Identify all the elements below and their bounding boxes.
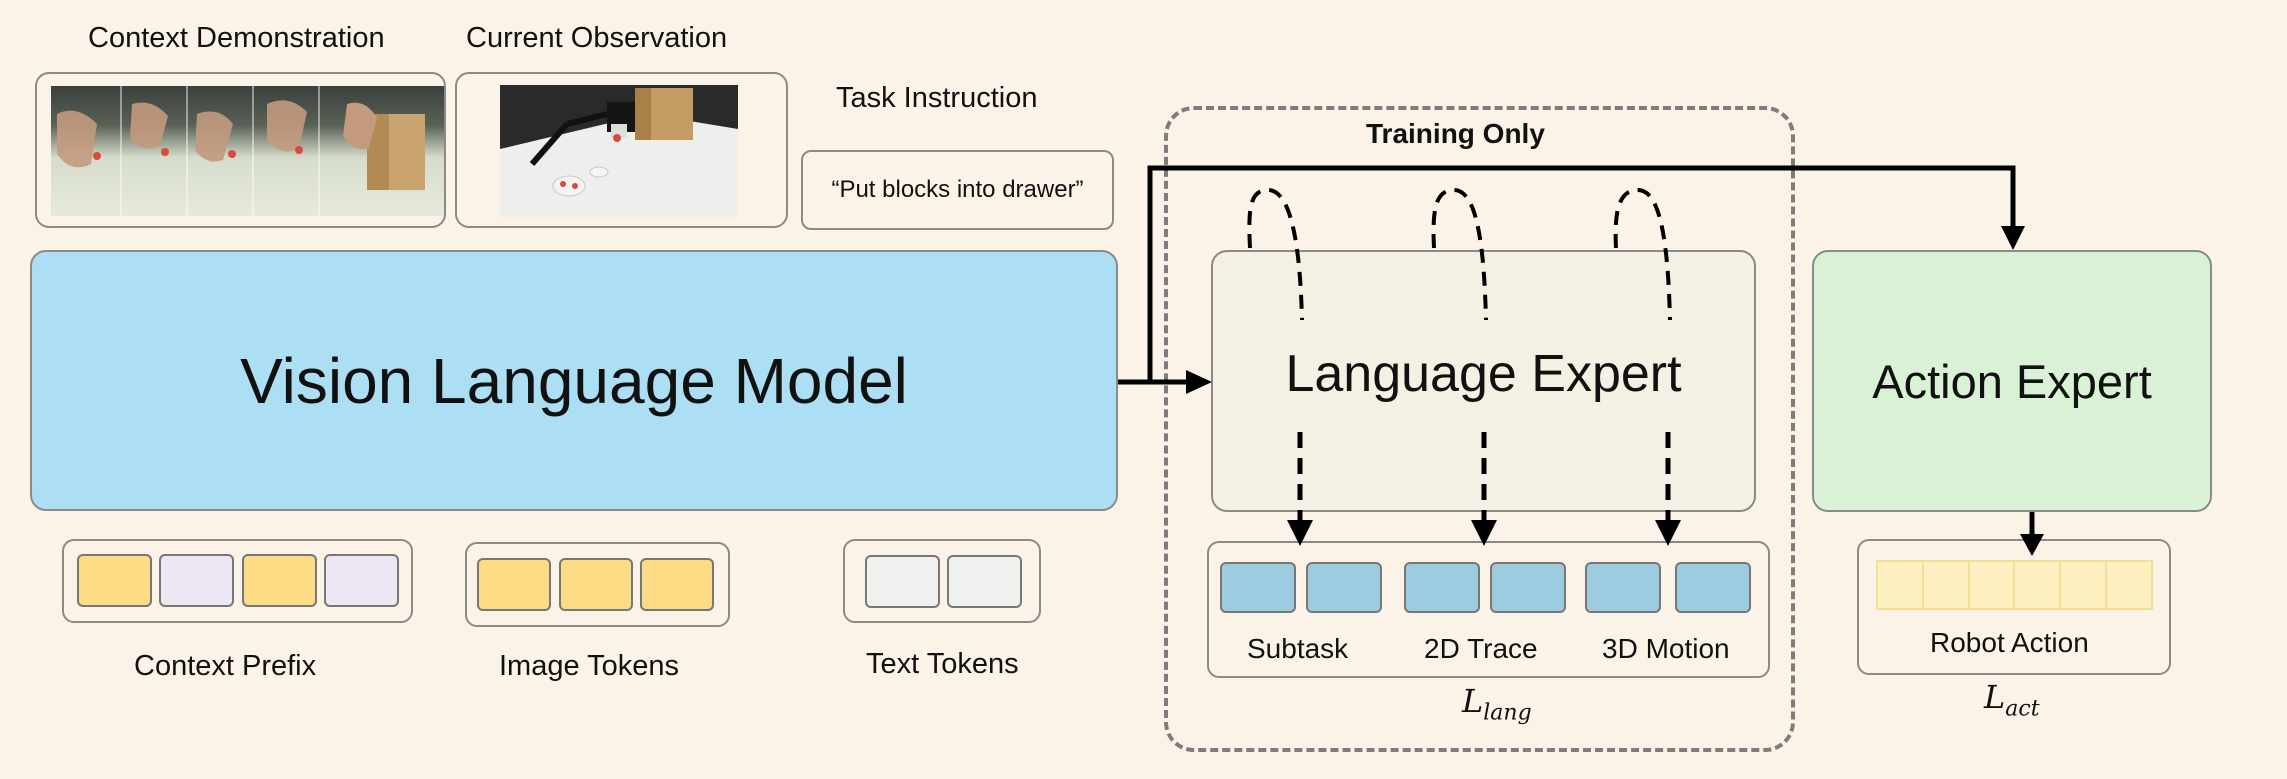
action-token (1923, 560, 1970, 610)
context-prefix-label: Context Prefix (134, 650, 317, 682)
context-demonstration-image (51, 86, 446, 216)
action-token (2061, 560, 2108, 610)
training-only-label: Training Only (1366, 118, 1545, 149)
trace-token (1490, 562, 1566, 613)
vision-language-model-block: Vision Language Model (30, 250, 1118, 511)
action-token (1969, 560, 2016, 610)
action-token (1876, 560, 1924, 610)
trace-2d-label: 2D Trace (1424, 633, 1538, 664)
text-token (865, 555, 940, 608)
current-observation-frame (455, 72, 788, 228)
image-token (640, 558, 714, 611)
action-token (2015, 560, 2062, 610)
context-token (242, 554, 317, 607)
language-outputs-tray: Subtask 2D Trace 3D Motion (1207, 541, 1770, 678)
training-only-region (1164, 106, 1795, 752)
arrowhead (2001, 226, 2025, 250)
text-token (947, 555, 1022, 608)
current-observation-image (500, 85, 738, 217)
task-instruction-label: Task Instruction (836, 82, 1038, 114)
context-token (324, 554, 399, 607)
image-token (477, 558, 551, 611)
context-token (77, 554, 152, 607)
language-loss-label: Llang (1462, 682, 1532, 726)
context-prefix-tray (62, 539, 413, 623)
motion-token (1585, 562, 1661, 613)
motion-token (1675, 562, 1751, 613)
action-loss-label: Lact (1984, 678, 2040, 722)
text-tokens-label: Text Tokens (866, 648, 1019, 680)
action-expert-block: Action Expert (1812, 250, 2212, 512)
image-token (559, 558, 633, 611)
context-token (159, 554, 234, 607)
task-instruction-box: “Put blocks into drawer” (801, 150, 1114, 230)
context-demonstration-frame (35, 72, 446, 228)
current-observation-label: Current Observation (466, 22, 728, 54)
action-expert-label: Action Expert (1872, 354, 2152, 408)
image-tokens-label: Image Tokens (499, 650, 680, 682)
language-expert-block: Language Expert (1211, 250, 1756, 512)
subtask-token (1220, 562, 1296, 613)
context-demonstration-label: Context Demonstration (88, 22, 385, 54)
text-tokens-tray (843, 539, 1041, 623)
language-expert-label: Language Expert (1285, 345, 1682, 403)
robot-action-tray: Robot Action (1857, 539, 2171, 675)
robot-action-tokens (1876, 560, 2153, 610)
motion-3d-label: 3D Motion (1602, 633, 1730, 664)
image-tokens-tray (465, 542, 730, 627)
trace-token (1404, 562, 1480, 613)
subtask-token (1306, 562, 1382, 613)
subtask-label: Subtask (1247, 633, 1349, 664)
action-token (2107, 560, 2153, 610)
task-instruction-text: “Put blocks into drawer” (831, 176, 1084, 203)
robot-action-label: Robot Action (1930, 627, 2089, 658)
vision-language-model-label: Vision Language Model (240, 344, 908, 417)
